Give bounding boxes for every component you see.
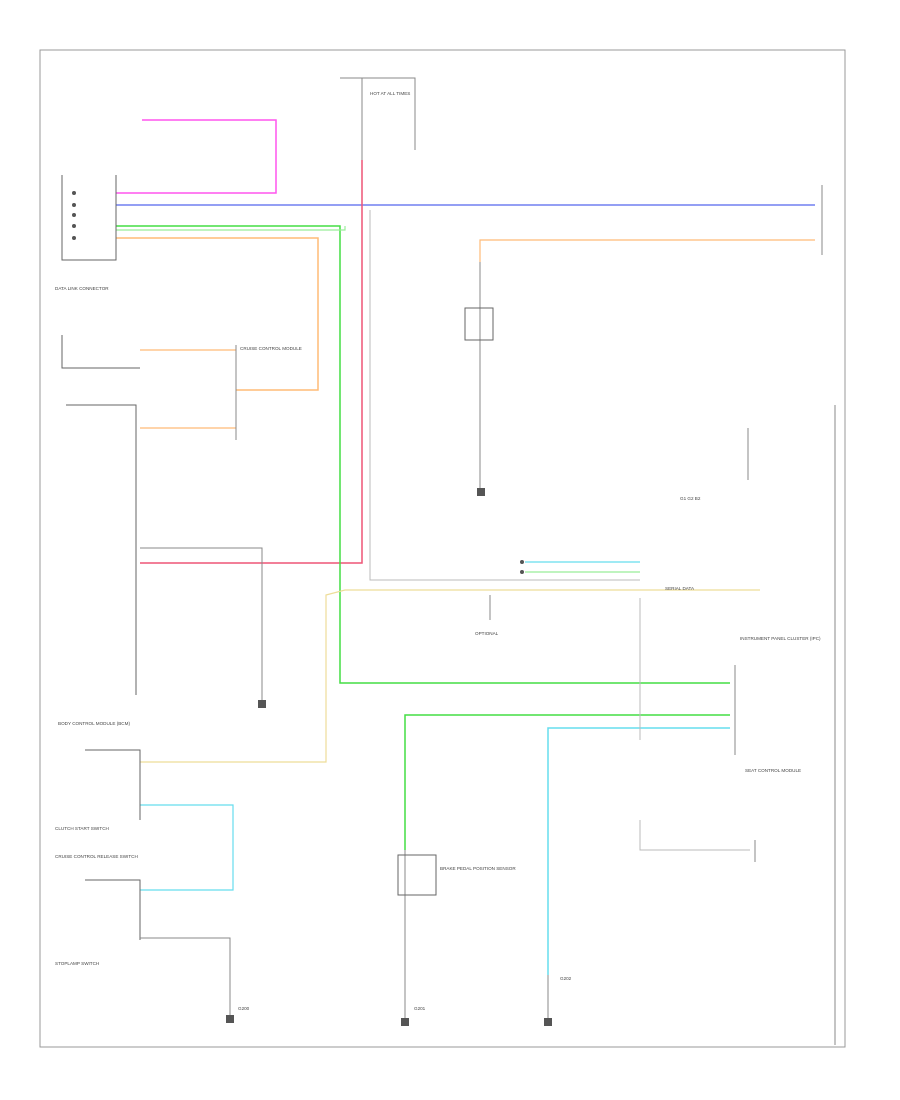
center-switch-body xyxy=(464,307,494,341)
component-labels: HOT AT ALL TIMES DATA LINK CONNECTOR CRU… xyxy=(55,91,821,1011)
cruise-module-bracket xyxy=(61,335,140,369)
cluster-label: INSTRUMENT PANEL CLUSTER (IPC) xyxy=(740,636,821,641)
gray-wire-1 xyxy=(369,210,640,581)
light-green-wire xyxy=(116,226,346,231)
gray-wire-3 xyxy=(639,820,750,851)
red-wire xyxy=(140,160,363,564)
cyan-wire-brake xyxy=(140,804,234,891)
optional-label: OPTIONAL xyxy=(475,631,499,636)
middle-switch-body xyxy=(397,854,437,896)
bottom-corner-label: G1 G2 B2 xyxy=(680,496,701,501)
pin-dot xyxy=(520,560,524,564)
diagram-frame xyxy=(39,49,846,1048)
ground-icon xyxy=(477,488,485,496)
switch-bracket-1 xyxy=(85,749,141,820)
cyan-wire xyxy=(547,727,730,975)
bcm-box xyxy=(66,404,137,695)
data-link-label: DATA LINK CONNECTOR xyxy=(55,286,109,291)
pin-dot xyxy=(72,191,76,195)
orange-wire-left xyxy=(116,237,319,391)
fuse-block-outline xyxy=(340,77,416,150)
ground-symbols xyxy=(226,488,552,1026)
brake-switch-1-label: CRUISE CONTROL RELEASE SWITCH xyxy=(55,854,138,859)
green-wire xyxy=(116,225,730,684)
component-outlines xyxy=(61,77,836,1045)
pin-dot xyxy=(72,213,76,217)
ground-icon xyxy=(226,1015,234,1023)
connector-pins xyxy=(72,191,524,574)
brake-pedal-switch-label: BRAKE PEDAL POSITION SENSOR xyxy=(440,866,516,871)
ground-icon xyxy=(258,700,266,708)
switch-ground-line xyxy=(140,937,231,1015)
brake-switch-2-label: STOPLAMP SWITCH xyxy=(55,961,99,966)
pin-dot xyxy=(72,224,76,228)
ground-1-label: G200 xyxy=(238,1006,250,1011)
data-link-connector-box xyxy=(61,175,117,261)
serial-data-label: SERIAL DATA xyxy=(665,586,695,591)
ground-3-label: G202 xyxy=(560,976,572,981)
fuse-block-label: HOT AT ALL TIMES xyxy=(370,91,410,96)
switch-bracket-2 xyxy=(85,879,141,940)
pin-dot xyxy=(520,570,524,574)
seat-module-label: SEAT CONTROL MODULE xyxy=(745,768,801,773)
orange-wire-right xyxy=(479,239,815,262)
pin-dot xyxy=(72,236,76,240)
pin-dot xyxy=(72,203,76,207)
ground-icon xyxy=(401,1018,409,1026)
bcm-label: BODY CONTROL MODULE (BCM) xyxy=(58,721,130,726)
bcm-ground-line xyxy=(140,547,263,700)
wires xyxy=(116,119,815,975)
pink-wire xyxy=(116,119,277,194)
clutch-switch-label: CLUTCH START SWITCH xyxy=(55,826,109,831)
ground-icon xyxy=(544,1018,552,1026)
ground-2-label: G201 xyxy=(414,1006,426,1011)
yellow-wire xyxy=(140,589,760,763)
green-wire-2 xyxy=(404,714,730,850)
cruise-module-label: CRUISE CONTROL MODULE xyxy=(240,346,302,351)
